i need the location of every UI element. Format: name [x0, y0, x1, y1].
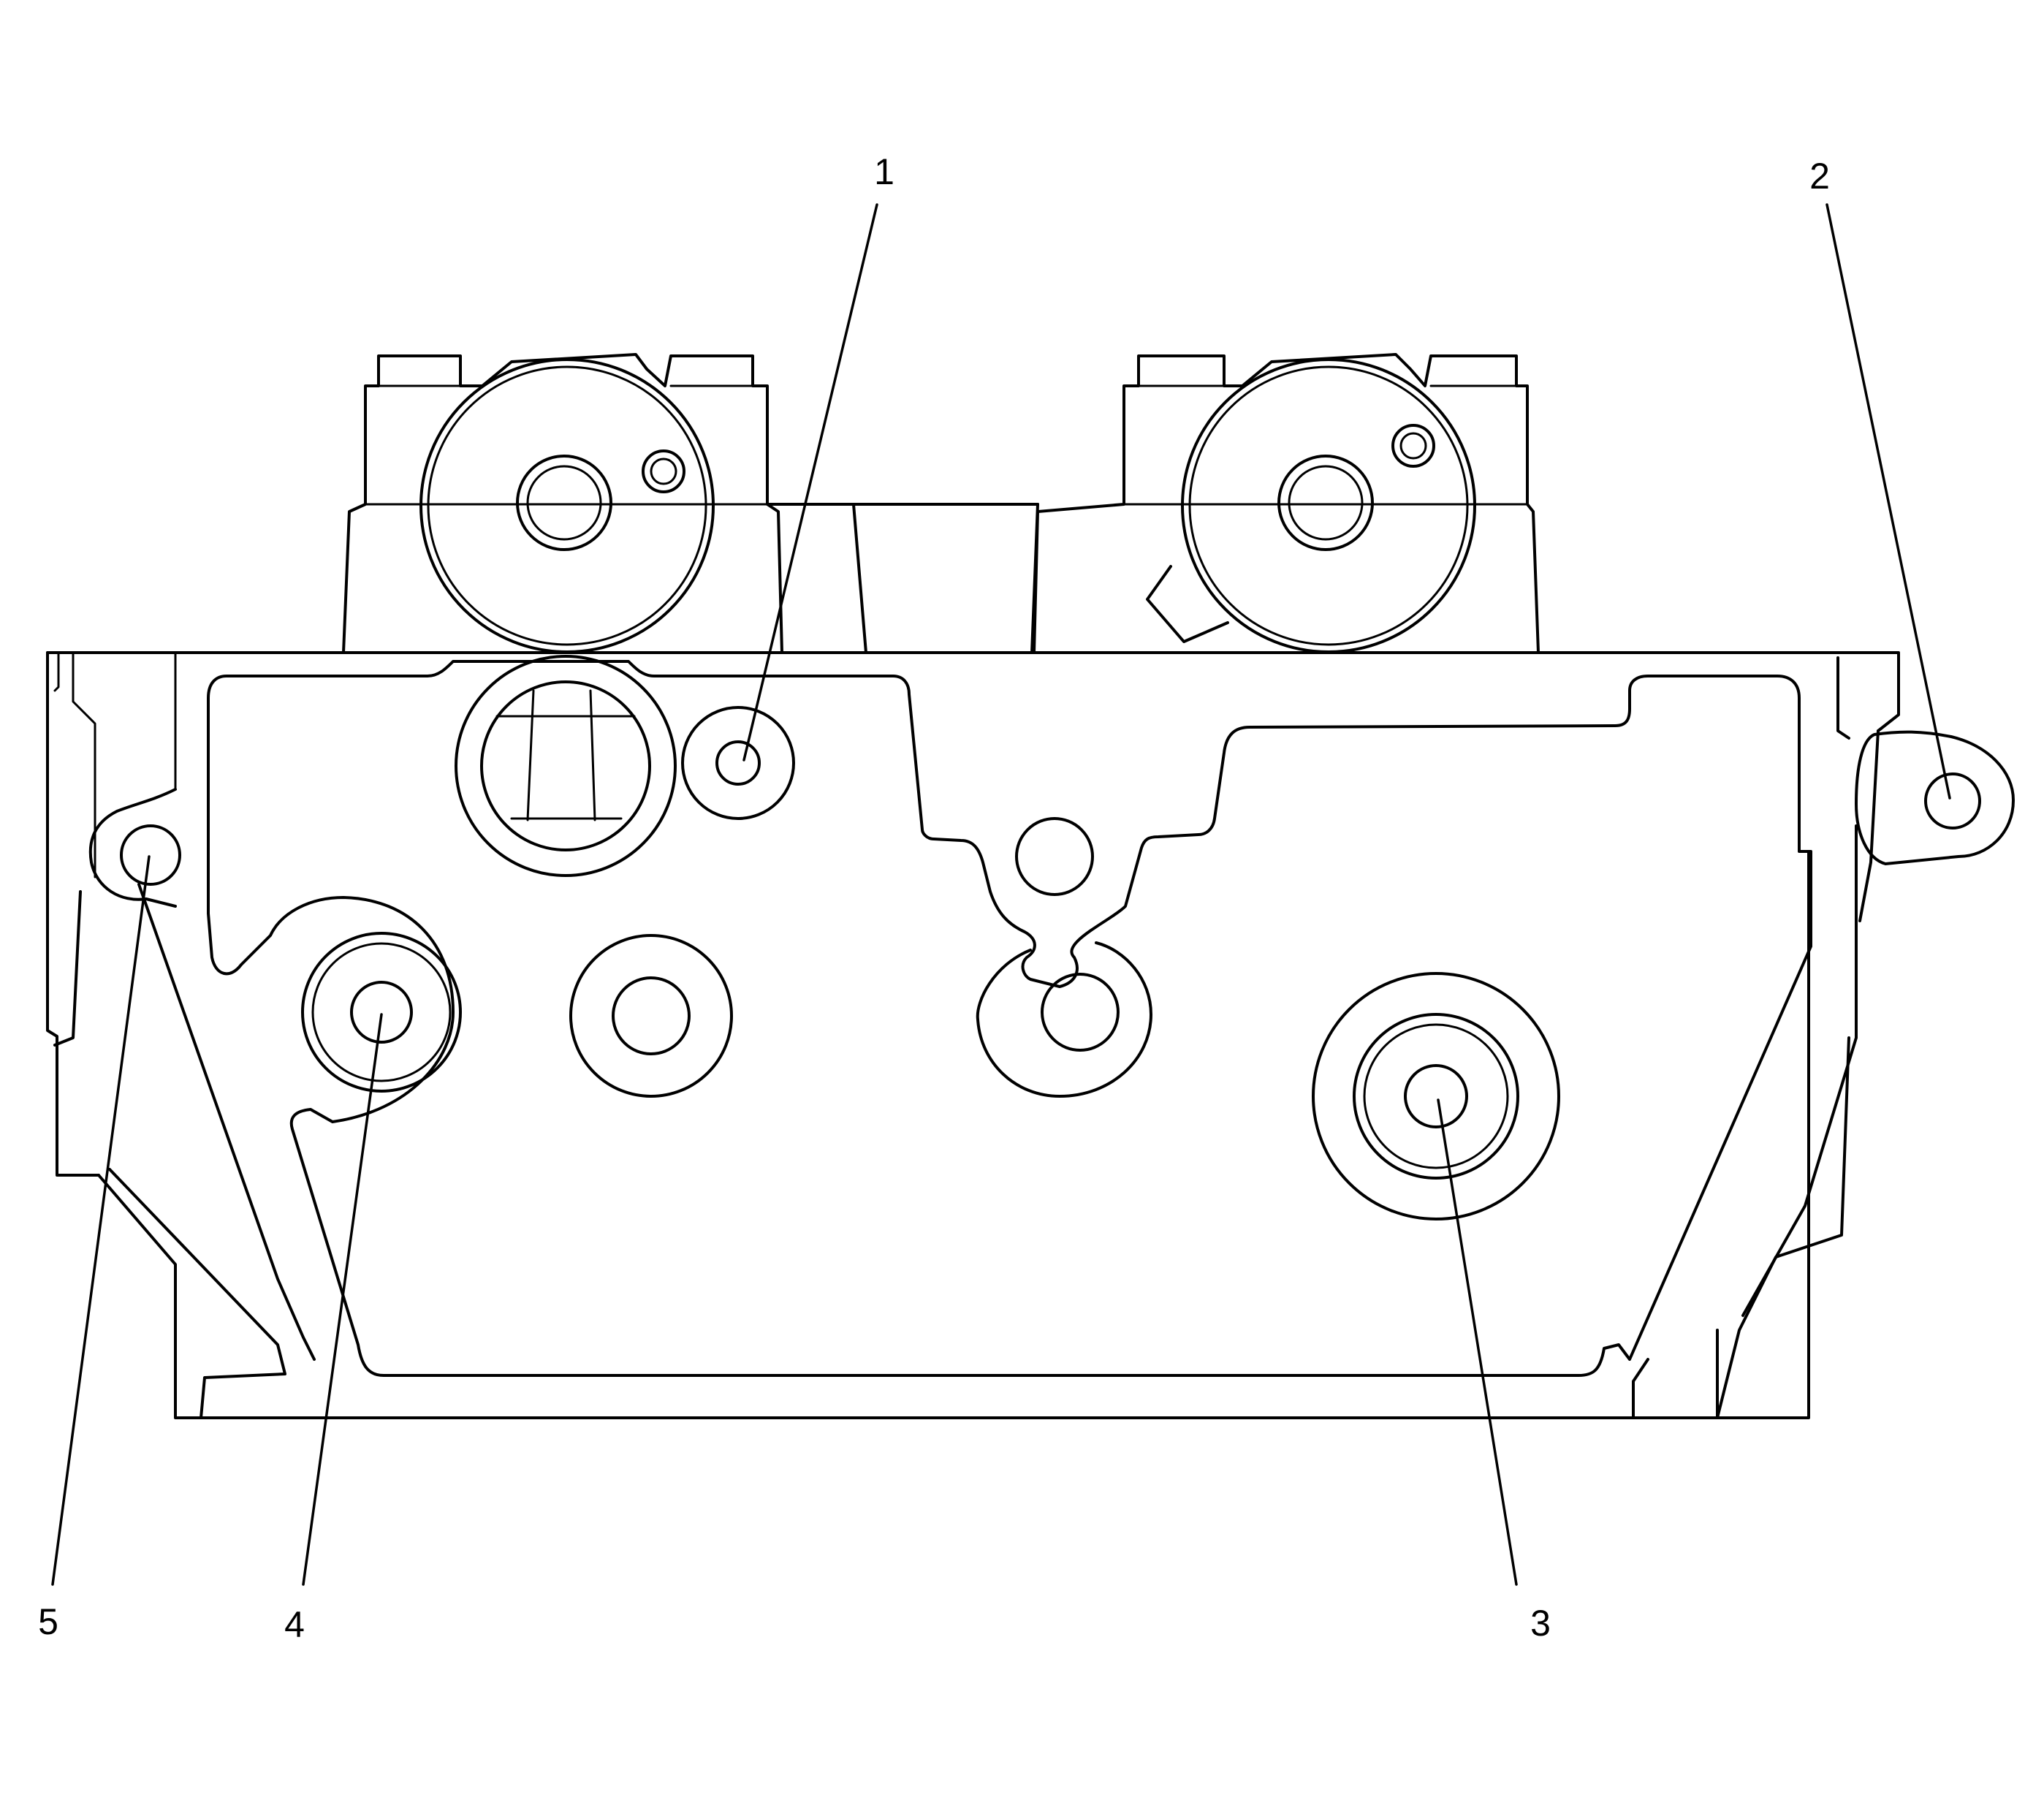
camshaft-housing-right: [1033, 353, 1540, 654]
cylinder-head-body: [46, 651, 1900, 1419]
callout-5-target: [88, 788, 181, 908]
callout-label-5: 5: [38, 1601, 58, 1642]
leader-1: [742, 203, 878, 762]
callout-2-target: [1855, 730, 2015, 865]
inner-deck-outline: [207, 660, 1812, 1377]
callout-label-4: 4: [284, 1604, 305, 1645]
callout-label-2: 2: [1809, 156, 1830, 197]
housing-bridge-left: [852, 503, 867, 654]
callout-3-target: [1312, 972, 1560, 1220]
spark-plug-tube: [455, 655, 677, 877]
leader-2: [1825, 203, 1951, 800]
callout-label-3: 3: [1530, 1603, 1551, 1644]
center-left-plug: [569, 934, 733, 1098]
housing-bridge-right: [1030, 503, 1039, 654]
center-boss: [976, 817, 1152, 1098]
callout-label-1: 1: [874, 151, 894, 192]
leader-lines: [51, 203, 1951, 1586]
callout-1-target: [681, 706, 795, 820]
camshaft-housing-left: [342, 353, 783, 654]
leader-4: [302, 1013, 383, 1586]
camshaft-sprocket-right: [1146, 358, 1476, 653]
leader-5: [51, 855, 151, 1586]
leader-3: [1437, 1098, 1518, 1586]
callout-4-target: [301, 932, 462, 1093]
camshaft-sprocket-left: [419, 358, 715, 653]
